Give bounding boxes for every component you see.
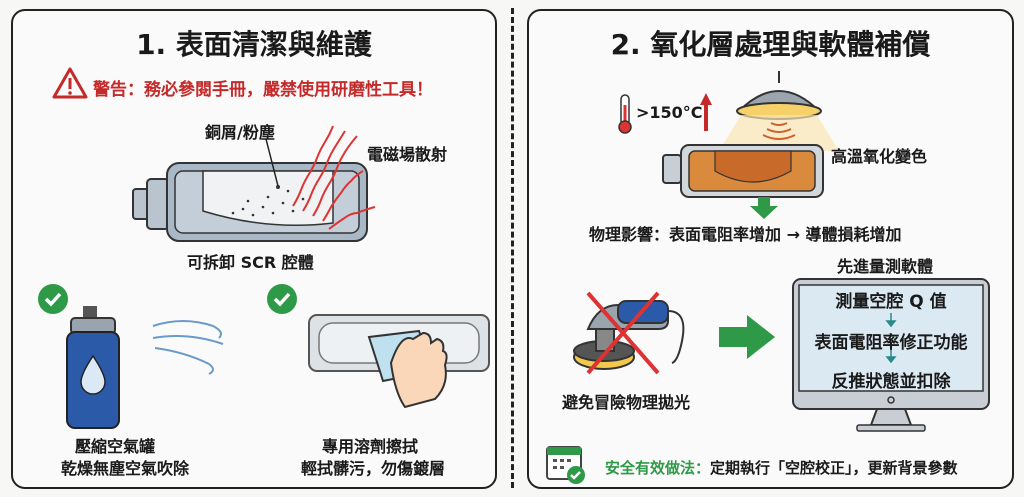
software-step: 測量空腔 Q 值 <box>835 292 947 312</box>
safe-practice-tip: 安全有效做法：定期執行「空腔校正」，更新背景參數 <box>605 457 958 478</box>
panel-title: 1. 表面清潔與維護 <box>136 28 372 61</box>
tip-text: 定期執行「空腔校正」，更新背景參數 <box>710 459 958 477</box>
method2-line1: 專用溶劑擦拭 <box>322 437 419 456</box>
method1-line2: 乾燥無塵空氣吹除 <box>61 459 190 478</box>
polisher-prohibited-icon <box>573 291 685 375</box>
panel-oxidation-software: 2. 氧化層處理與軟體補償 >150°C 高溫氧化變色 物理影響：表面電阻率增加… <box>527 9 1014 489</box>
panel-surface-cleaning: 1. 表面清潔與維護 警告：務必參閱手冊，嚴禁使用研磨性工具！ 銅屑/粉塵 電磁… <box>11 9 497 489</box>
warning-text: 警告：務必參閱手冊，嚴禁使用研磨性工具！ <box>93 80 433 100</box>
panel-title: 2. 氧化層處理與軟體補償 <box>610 28 931 61</box>
software-step: 表面電阻率修正功能 <box>814 333 968 353</box>
debris-label: 銅屑/粉塵 <box>205 123 275 142</box>
warning-icon <box>52 67 88 99</box>
software-title: 先進量測軟體 <box>837 257 934 276</box>
panel-divider <box>511 8 514 488</box>
monitor-icon <box>792 278 990 432</box>
method1-line1: 壓縮空氣罐 <box>75 437 156 456</box>
heat-lamp-oxidized-cavity-illustration <box>662 71 839 198</box>
compressed-air-can-icon <box>66 306 224 429</box>
avoid-polishing-label: 避免冒險物理拋光 <box>562 393 691 412</box>
check-icon <box>38 284 68 314</box>
right-arrow-icon <box>719 315 775 359</box>
thermometer-icon <box>618 94 632 134</box>
calendar-check-icon <box>546 446 585 484</box>
cavity-label: 可拆卸 SCR 腔體 <box>187 253 314 272</box>
temperature-rise-arrow-icon <box>700 93 712 131</box>
software-step: 反推狀態並扣除 <box>831 372 951 392</box>
temperature-label: >150°C <box>636 103 703 122</box>
solvent-wipe-icon <box>308 314 490 409</box>
oxidation-label: 高溫氧化變色 <box>831 147 928 166</box>
tip-prefix: 安全有效做法： <box>605 459 711 477</box>
scr-cavity-illustration <box>132 125 376 242</box>
physical-effect-text: 物理影響：表面電阻率增加 → 導體損耗增加 <box>589 225 902 244</box>
down-arrow-icon <box>750 197 778 219</box>
check-icon <box>267 284 297 314</box>
software-steps: 測量空腔 Q 值 表面電阻率修正功能 反推狀態並扣除 <box>799 287 983 392</box>
em-scatter-label: 電磁場散射 <box>367 145 448 164</box>
method2-line2: 輕拭髒污，勿傷鍍層 <box>301 459 446 478</box>
